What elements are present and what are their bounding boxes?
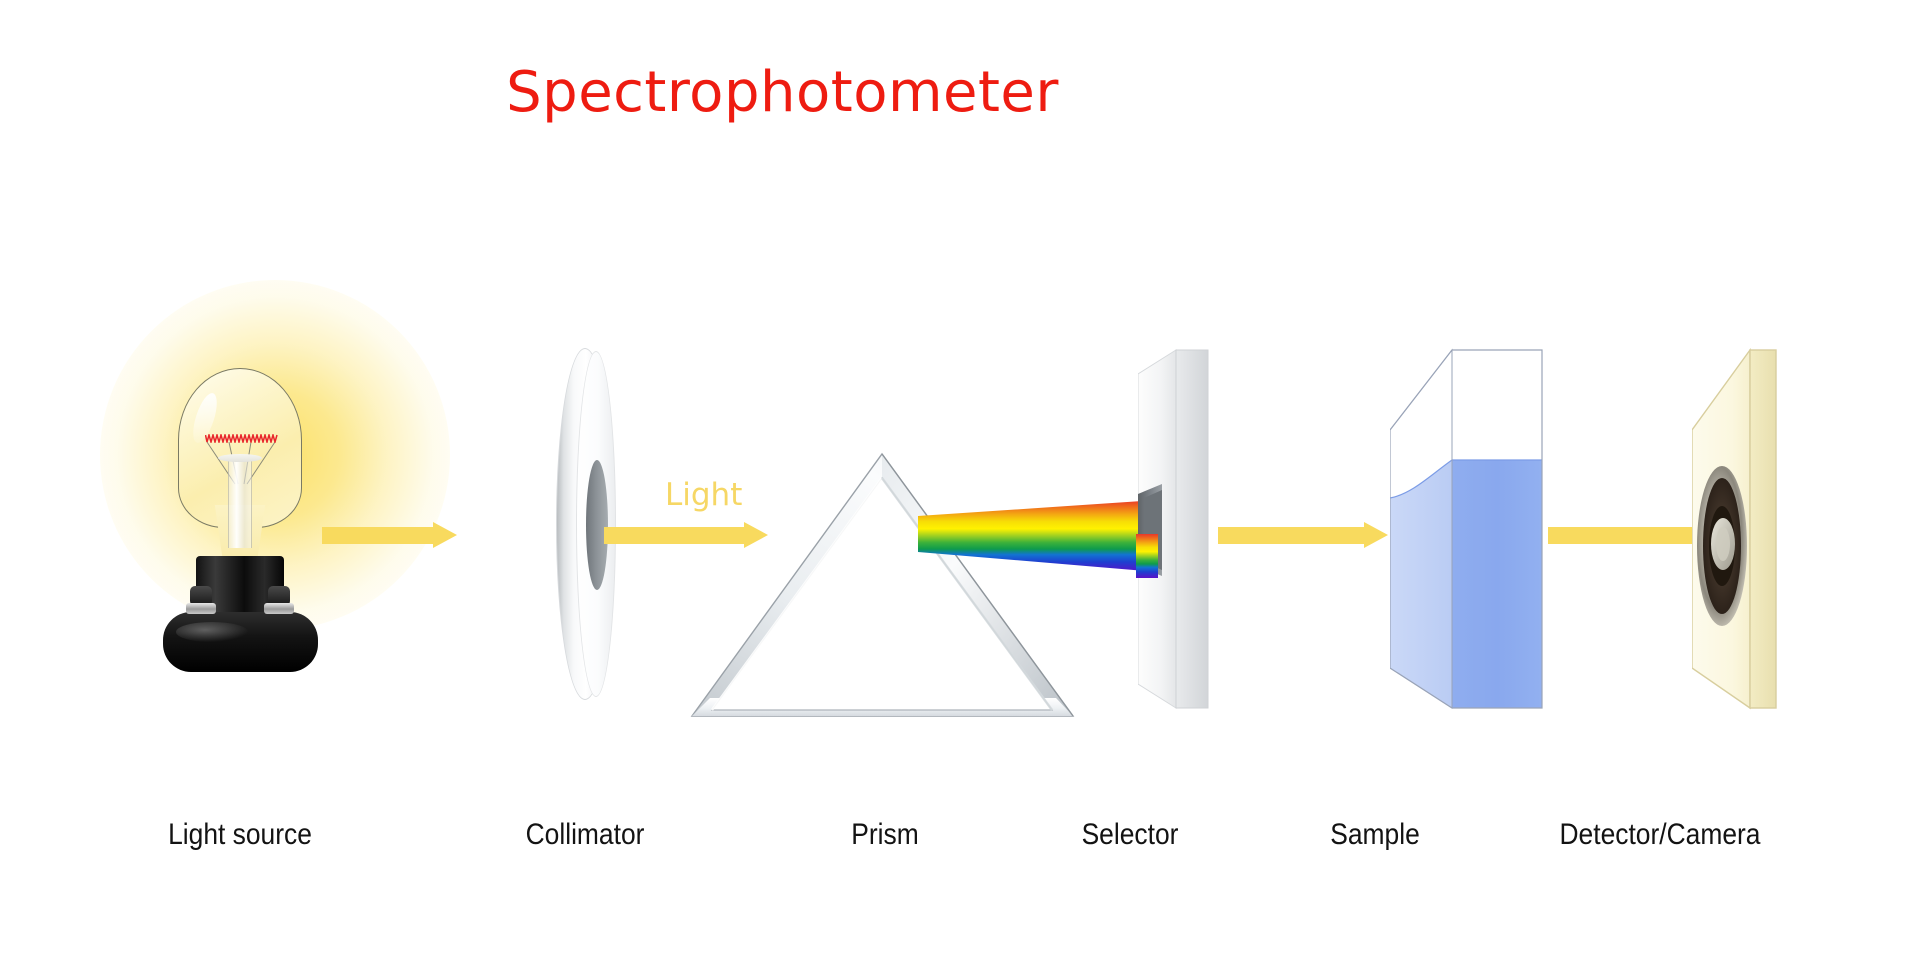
label-sample: Sample	[1330, 818, 1420, 851]
screw-nut	[190, 586, 212, 606]
bulb-stem-cap	[218, 454, 262, 462]
base-screw-left	[186, 586, 216, 618]
base-screw-right	[264, 586, 294, 618]
collimator-aperture	[586, 460, 608, 590]
label-selector: Selector	[1081, 818, 1179, 851]
bulb-base-gloss	[176, 622, 248, 642]
dispersed-light-spectrum	[918, 500, 1158, 572]
arrow-head	[744, 522, 768, 548]
bulb-glass-stem	[228, 456, 252, 548]
arrow-shaft	[322, 527, 433, 544]
arrow-head	[433, 522, 457, 548]
label-detector: Detector/Camera	[1559, 818, 1761, 851]
label-prism: Prism	[851, 818, 919, 851]
beam-label: Light	[665, 477, 743, 513]
label-collimator: Collimator	[525, 818, 645, 851]
triangular-prism-icon	[690, 452, 1075, 717]
bulb-base-plate	[163, 612, 318, 672]
arrow-shaft	[1218, 527, 1364, 544]
cuvette-icon	[1390, 348, 1543, 709]
beam-arrow-collimator-to-prism	[604, 522, 768, 548]
arrow-head	[1364, 522, 1388, 548]
filament-coil-icon	[205, 434, 278, 443]
page-title: Spectrophotometer	[506, 60, 1059, 125]
camera-sensor-icon	[1692, 347, 1777, 710]
screw-nut	[268, 586, 290, 606]
screw-washer	[186, 603, 216, 614]
arrow-shaft	[604, 527, 744, 544]
spectrum-at-slit	[1136, 534, 1158, 578]
label-light-source: Light source	[168, 818, 312, 851]
arrow-shaft	[1548, 527, 1724, 544]
screw-washer	[264, 603, 294, 614]
slit-plate-icon	[1138, 349, 1209, 709]
beam-arrow-selector-to-sample	[1218, 522, 1388, 548]
beam-arrow-source-to-collimator	[322, 522, 457, 548]
